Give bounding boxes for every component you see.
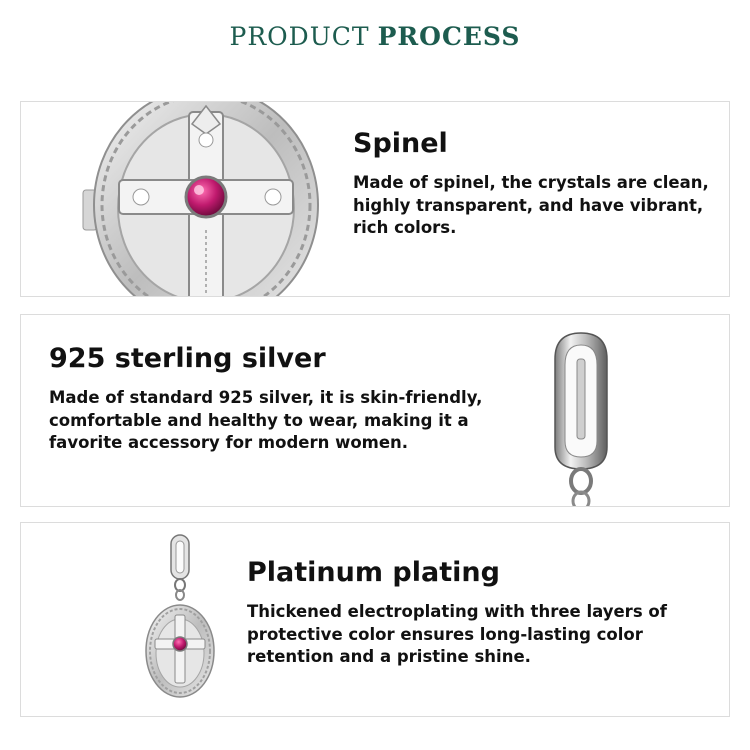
silver-clasp-icon	[554, 332, 608, 506]
feature-panel-platinum: Platinum plating Thickened electroplatin…	[20, 522, 730, 717]
feature-description: Made of spinel, the crystals are clean, …	[353, 173, 709, 237]
feature-title: 925 sterling silver	[49, 343, 326, 374]
header-title-light: PRODUCT	[229, 22, 370, 51]
feature-description: Made of standard 925 silver, it is skin-…	[49, 388, 483, 452]
feature-panel-spinel: Spinel Made of spinel, the crystals are …	[20, 101, 730, 297]
feature-panel-silver: 925 sterling silver Made of standard 925…	[20, 314, 730, 507]
feature-text-spinel: Spinel Made of spinel, the crystals are …	[353, 128, 713, 240]
full-pendant-charm-icon	[145, 534, 215, 698]
feature-text-platinum: Platinum plating Thickened electroplatin…	[247, 557, 687, 669]
pendant-cross-closeup-icon	[82, 102, 319, 296]
header-title-bold: PROCESS	[377, 22, 521, 51]
feature-description: Thickened electroplating with three laye…	[247, 602, 667, 666]
feature-text-silver: 925 sterling silver Made of standard 925…	[49, 343, 489, 455]
feature-title: Spinel	[353, 128, 448, 159]
feature-title: Platinum plating	[247, 557, 500, 588]
